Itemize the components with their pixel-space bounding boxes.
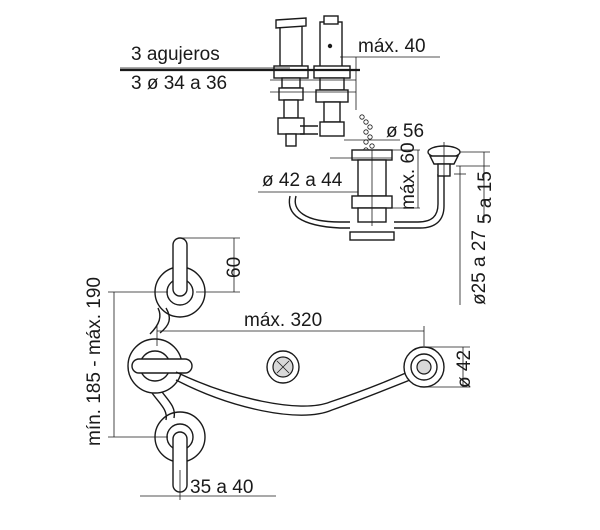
center-drain	[266, 350, 300, 384]
label-d56: ø 56	[386, 121, 424, 142]
right-valve-body	[300, 15, 351, 137]
label-max-320: máx. 320	[244, 310, 322, 331]
label-dim-60: 60	[224, 257, 245, 278]
label-5-15: 5 a 15	[475, 171, 496, 224]
popup-knob-plan	[403, 346, 445, 388]
label-35-40: 35 a 40	[190, 477, 253, 498]
popup-knob	[427, 142, 461, 177]
elevation-view: máx. 40 3 agujeros 3 ø 34 a 36 ø 56	[120, 15, 496, 305]
label-185-190: mín. 185 - máx. 190	[84, 277, 105, 446]
hose	[175, 371, 409, 407]
label-max-60: máx. 60	[398, 142, 419, 210]
bottom-handle	[154, 411, 206, 493]
popup-rod	[288, 195, 350, 229]
label-d42-44: ø 42 a 44	[262, 170, 343, 191]
top-handle	[154, 237, 206, 318]
label-d42: ø 42	[454, 350, 475, 388]
left-valve-body	[273, 17, 309, 147]
spout-body	[127, 338, 193, 394]
label-d25-27: ø25 a 27	[469, 230, 490, 305]
label-holes-diameter: 3 ø 34 a 36	[131, 73, 227, 94]
drain-assembly	[349, 149, 395, 241]
label-max-40: máx. 40	[358, 36, 426, 57]
chain	[359, 114, 375, 153]
label-holes-title: 3 agujeros	[131, 44, 220, 65]
plan-view: 60 máx. 320 ø 42 mín. 185 - máx. 190 35 …	[84, 237, 475, 500]
